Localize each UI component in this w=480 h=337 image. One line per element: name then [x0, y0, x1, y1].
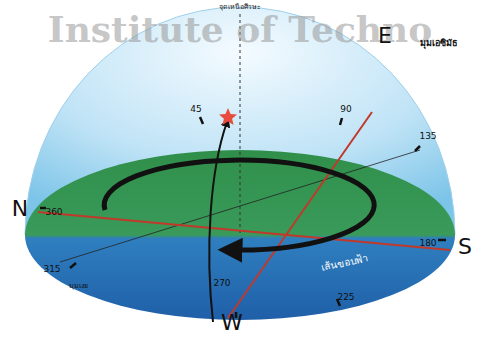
east-west-line — [228, 112, 372, 318]
watermark: Institute of Techno — [48, 10, 432, 50]
azimuth-label: มุมเอซิมัธ — [420, 39, 457, 49]
altitude-label: มุมเงย — [69, 283, 88, 291]
guide-line — [60, 150, 420, 262]
degree-number: 135 — [419, 132, 436, 142]
horizon-arrow — [104, 160, 374, 250]
degree-number: 360 — [45, 208, 62, 218]
degree-number: 315 — [43, 265, 60, 275]
tick-marks — [40, 117, 446, 318]
direction-letter: N — [12, 197, 28, 221]
direction-letter: S — [458, 235, 472, 259]
degree-number: 270 — [213, 279, 230, 289]
zenith-label: จุดเหนือศีรษะ — [219, 4, 261, 12]
degree-number: 225 — [337, 293, 354, 303]
degree-number: 90 — [340, 105, 351, 115]
degree-number: 45 — [190, 105, 201, 115]
altitude-arc — [209, 122, 227, 322]
degree-number: 180 — [419, 239, 436, 249]
star — [219, 108, 237, 125]
direction-letter: W — [221, 311, 243, 335]
direction-letter: E — [378, 24, 392, 48]
north-south-line — [38, 212, 450, 250]
